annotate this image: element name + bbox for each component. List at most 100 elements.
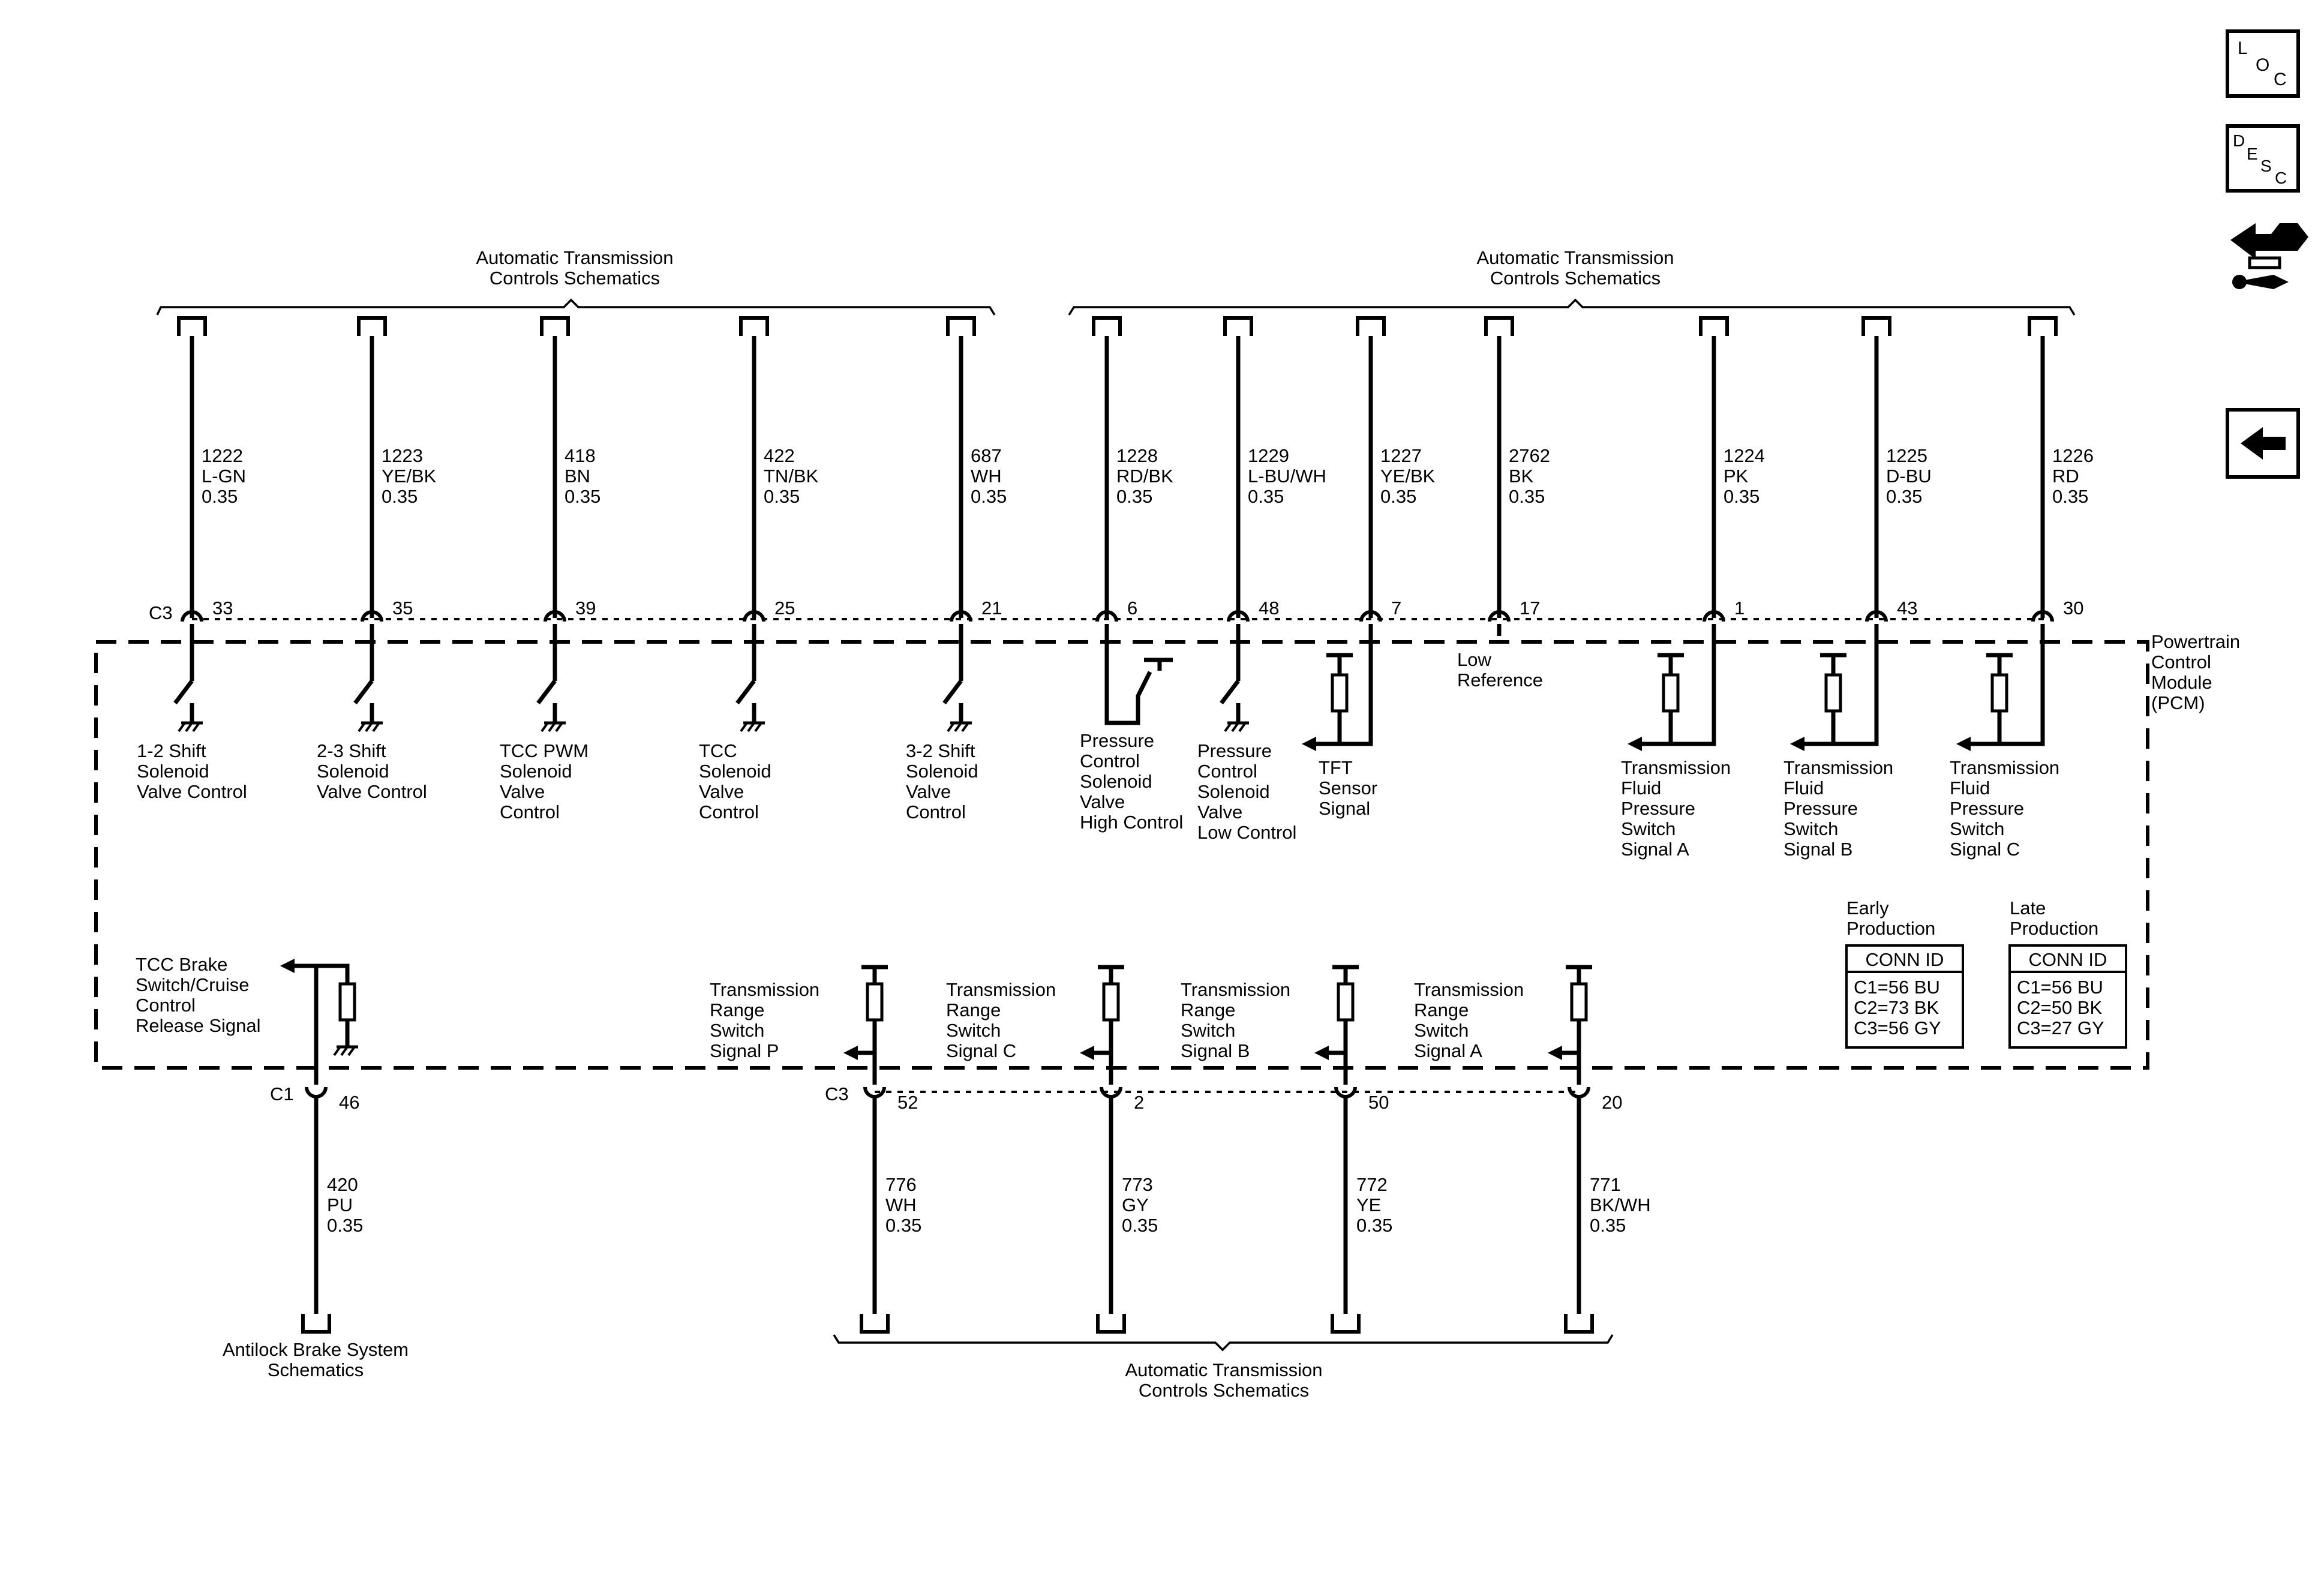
bottom-circuit-772: 50772YE0.35TransmissionRangeSwitchSignal… [1181, 965, 1392, 1334]
harness-label-bottom-line2: Controls Schematics [1139, 1380, 1309, 1401]
function-label: Switch [1950, 818, 2004, 839]
conn-id-late-heading-1: Late [2010, 897, 2046, 918]
function-label: Signal B [1783, 839, 1852, 860]
harness-terminal [860, 1314, 890, 1334]
function-label: Range [710, 999, 764, 1020]
harness-terminal [540, 316, 570, 336]
harness-label-top-left-line1: Automatic Transmission [476, 247, 673, 268]
conn-id-table-late: Late Production CONN ID C1=56 BU C2=50 B… [2008, 897, 2127, 1049]
function-label: Signal C [946, 1040, 1016, 1061]
ground-icon [541, 721, 566, 733]
wire-color: YE/BK [1380, 466, 1436, 487]
wire-color: GY [1122, 1194, 1149, 1215]
function-label: Switch [1783, 818, 1838, 839]
top-circuit-1225: 1225D-BU0.3543TransmissionFluidPressureS… [1783, 316, 1932, 860]
function-label: Transmission [1414, 979, 1524, 1000]
function-label: Release Signal [136, 1015, 261, 1036]
wire-gauge: 0.35 [1116, 486, 1152, 507]
function-label: Reference [1457, 670, 1543, 691]
function-label: Pressure [1783, 798, 1858, 819]
desc-icon-letter-s: S [2260, 157, 2272, 175]
switch-contact [942, 679, 963, 705]
function-label: Sensor [1319, 778, 1377, 798]
wire-gauge: 0.35 [1122, 1215, 1158, 1236]
function-label: Range [1414, 999, 1469, 1020]
function-label: Control [906, 801, 966, 822]
function-label: Solenoid [906, 761, 978, 782]
function-label: Solenoid [137, 761, 209, 782]
function-label: Control [1197, 761, 1257, 782]
resistor-icon [866, 982, 884, 1022]
function-label: Transmission [1181, 979, 1290, 1000]
harness-bracket-top-left [156, 298, 996, 316]
function-label: Transmission [710, 979, 819, 1000]
bottom-circuit-771: 20771BK/WH0.35TransmissionRangeSwitchSig… [1414, 965, 1651, 1334]
function-label: Transmission [946, 979, 1056, 1000]
wire-color: D-BU [1886, 466, 1932, 487]
function-label: Valve [500, 781, 545, 802]
wire-gauge: 0.35 [565, 486, 600, 507]
function-label: Valve [699, 781, 744, 802]
conn-id-late-title: CONN ID [2029, 949, 2107, 970]
wire [1337, 624, 1373, 746]
function-label: Switch [710, 1020, 764, 1041]
pin-terminal [361, 610, 383, 622]
top-circuit-1224: 1224PK0.351TransmissionFluidPressureSwit… [1621, 316, 1765, 860]
function-label: Transmission [1783, 757, 1893, 778]
pcm-label-line4: (PCM) [2151, 692, 2205, 713]
ground-icon [333, 1045, 358, 1056]
circuit-number: 687 [971, 445, 1002, 466]
function-label: Range [1181, 999, 1235, 1020]
circuit-number: 2762 [1509, 445, 1550, 466]
back-button[interactable] [2226, 408, 2300, 479]
function-label: TFT [1319, 757, 1353, 778]
wire-color: RD/BK [1116, 466, 1173, 487]
wire-color: TN/BK [764, 466, 819, 487]
wire-gauge: 0.35 [382, 486, 418, 507]
switch-contact [735, 679, 756, 705]
harness-terminal [1699, 316, 1729, 336]
circuit-number: 1226 [2052, 445, 2094, 466]
function-label: Signal A [1414, 1040, 1482, 1061]
pin-number: 17 [1520, 598, 1540, 619]
loc-button[interactable]: L O C [2226, 29, 2300, 98]
pin-number: 33 [212, 598, 233, 619]
harness-terminal [946, 316, 976, 336]
function-label: Pressure [1950, 798, 2024, 819]
circuit-number: 1225 [1886, 445, 1927, 466]
connector-c3-bottom-label: C3 [825, 1083, 849, 1104]
wire [1668, 624, 1716, 746]
function-label: 3-2 Shift [906, 740, 975, 761]
wire [292, 963, 350, 984]
resistor-icon [1337, 982, 1355, 1022]
function-label: Valve Control [137, 781, 247, 802]
pin-terminal [305, 1086, 328, 1098]
loc-icon-letter-c: C [2274, 70, 2287, 89]
pin-number: 7 [1391, 598, 1401, 619]
top-circuit-1229: 1229L-BU/WH0.3548PressureControlSolenoid… [1197, 316, 1326, 843]
pin-number: 25 [774, 598, 795, 619]
harness-terminal [1861, 316, 1891, 336]
function-label: Transmission [1950, 757, 2059, 778]
function-label: Fluid [1621, 778, 1661, 798]
conn-id-early-title: CONN ID [1866, 949, 1944, 970]
pin-number: 46 [339, 1092, 359, 1113]
function-label: Switch [1181, 1020, 1235, 1041]
desc-button[interactable]: D E S C [2226, 124, 2300, 193]
resistor-icon [1570, 982, 1588, 1022]
pin-terminal [1359, 610, 1382, 622]
circuit-number: 1222 [202, 445, 243, 466]
conn-id-early-row-3: C3=56 GY [1854, 1017, 1941, 1038]
pcm-module-boundary [94, 640, 2149, 1070]
connector-end-view-button[interactable] [2230, 223, 2308, 289]
